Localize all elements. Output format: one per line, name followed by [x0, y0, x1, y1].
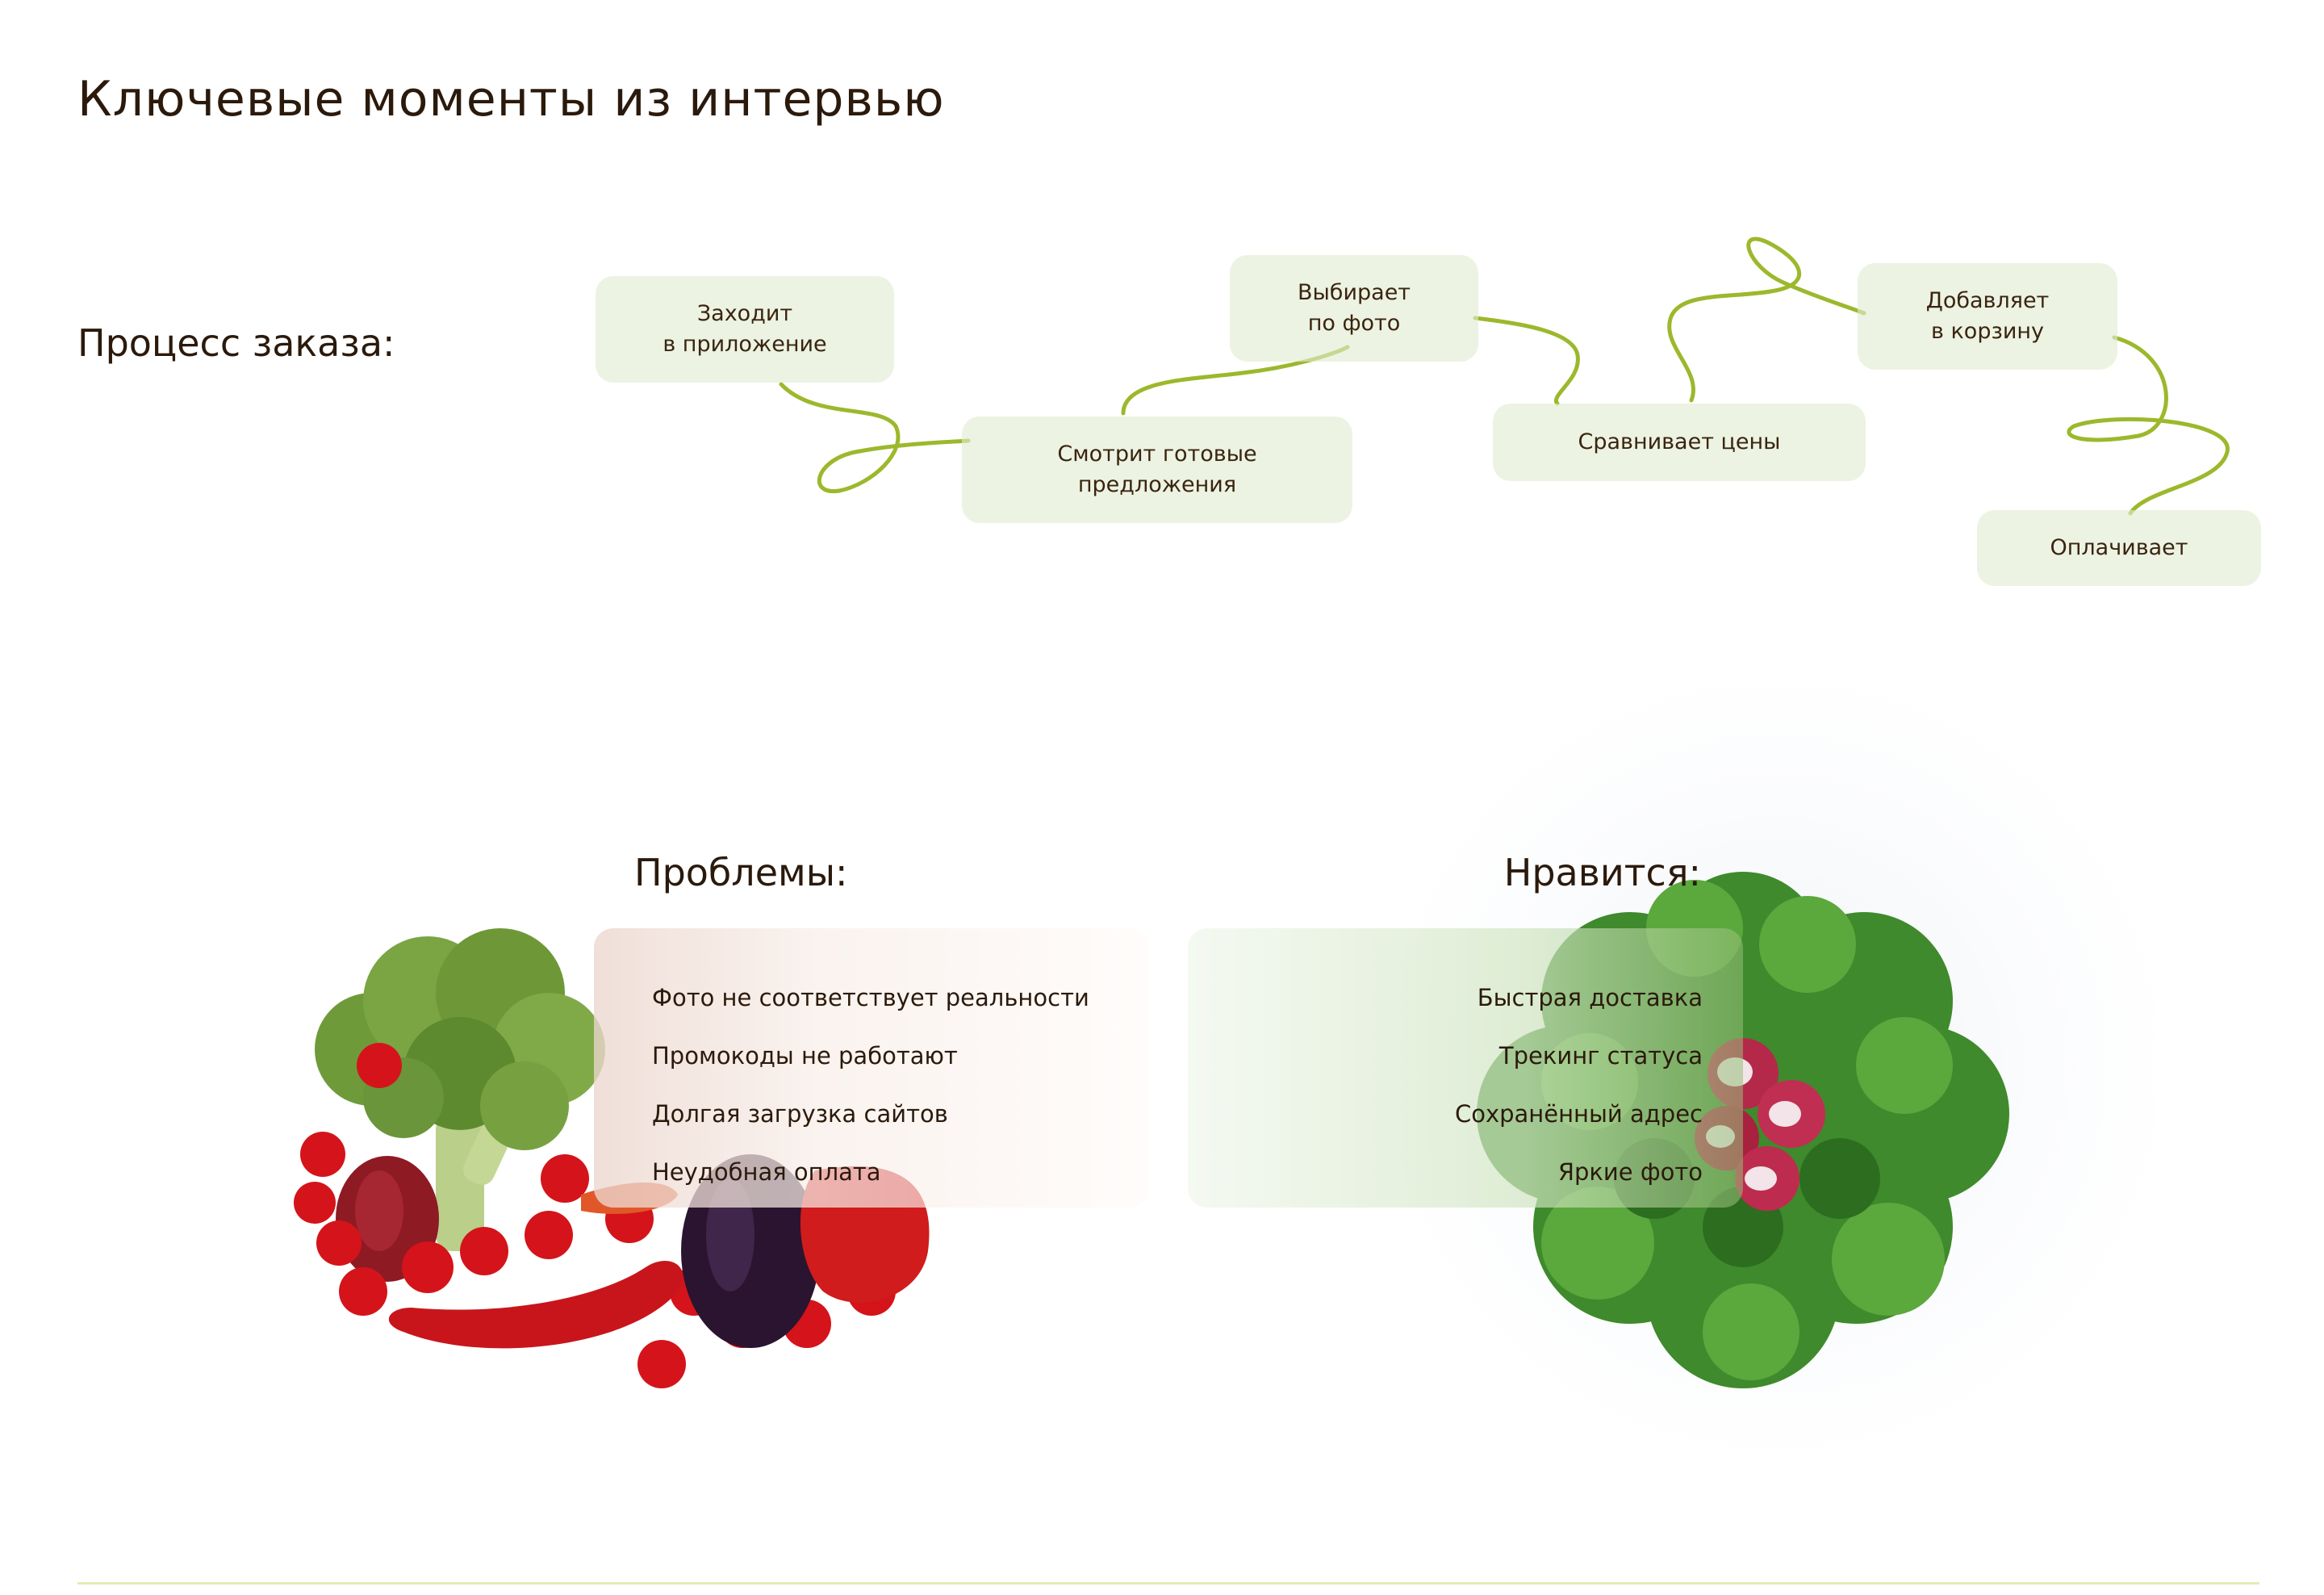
step-enter-app: Заходит в приложение: [596, 276, 894, 383]
problem-item: Неудобная оплата: [652, 1158, 881, 1186]
process-label: Процесс заказа:: [77, 321, 395, 365]
likes-card: Быстрая доставка Трекинг статуса Сохранё…: [1188, 928, 1743, 1208]
connector-3: [1473, 316, 1580, 406]
step-view-offers: Смотрит готовые предложения: [962, 417, 1352, 523]
problem-item: Фото не соответствует реальности: [652, 984, 1089, 1011]
likes-heading: Нравится:: [1503, 851, 1701, 894]
step-pay: Оплачивает: [1977, 510, 2261, 586]
problem-item: Долгая загрузка сайтов: [652, 1100, 948, 1128]
broccoli: [315, 928, 605, 1251]
process-connectors: [779, 237, 2230, 516]
connector-1: [779, 382, 971, 494]
like-item: Быстрая доставка: [1477, 984, 1703, 1011]
problems-card: Фото не соответствует реальности Промоко…: [594, 928, 1149, 1208]
step-add-to-cart: Добавляет в корзину: [1858, 263, 2117, 370]
connector-4: [1667, 237, 1866, 403]
like-item: Трекинг статуса: [1498, 1042, 1703, 1070]
like-item: Яркие фото: [1557, 1158, 1703, 1186]
problem-item: Промокоды не работают: [652, 1042, 958, 1070]
step-choose-by-photo: Выбирает по фото: [1230, 255, 1478, 362]
bottom-divider: [77, 1582, 2259, 1585]
connector-5: [2067, 335, 2230, 516]
problems-heading: Проблемы:: [634, 851, 848, 894]
like-item: Сохранённый адрес: [1454, 1100, 1703, 1128]
step-compare-prices: Сравнивает цены: [1493, 404, 1866, 481]
page-title: Ключевые моменты из интервью: [77, 71, 945, 128]
